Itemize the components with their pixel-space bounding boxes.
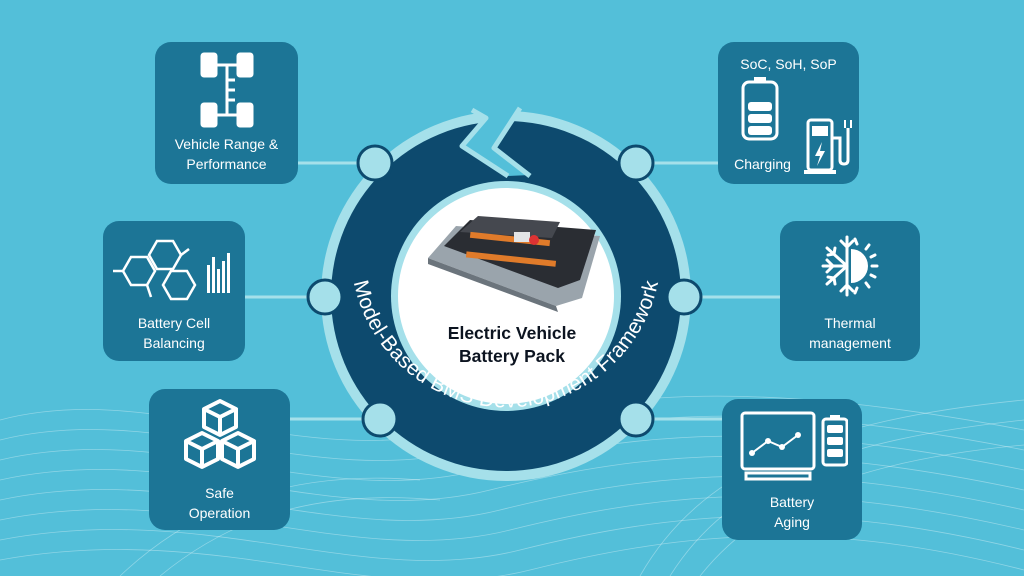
vehicle-range-line2: Performance (186, 156, 267, 172)
charging-label: Charging (734, 156, 791, 172)
cell-balancing-line2: Balancing (143, 335, 205, 351)
node-thermal: Thermal management (780, 221, 920, 361)
node-aging: Battery Aging (722, 399, 862, 540)
node-vehicle-range: Vehicle Range & Performance (155, 42, 298, 184)
connector-dots (306, 144, 703, 438)
soc-header: SoC, SoH, SoP (740, 56, 837, 72)
safe-operation-line2: Operation (188, 505, 251, 521)
framework-ring (321, 106, 691, 481)
chassis-icon (200, 52, 254, 128)
node-cell-balancing: Battery Cell Balancing (103, 221, 245, 361)
battery-pack-image (428, 216, 600, 312)
center-title-line1: Electric Vehicle (447, 323, 577, 343)
thermal-line2: management (809, 335, 891, 351)
hexagon-cells-icon (113, 239, 230, 301)
thermal-line1: Thermal (824, 315, 876, 331)
monitor-chart-icon (740, 411, 848, 481)
node-soc-charging: SoC, SoH, SoP Charging (718, 42, 859, 184)
aging-line1: Battery (769, 494, 815, 510)
safe-operation-line1: Safe (205, 485, 234, 501)
snowflake-sun-icon (821, 235, 879, 297)
battery-level-icon (741, 77, 779, 141)
center-title: Electric Vehicle Battery Pack (412, 322, 612, 368)
aging-line2: Aging (774, 514, 810, 530)
cubes-icon (184, 399, 256, 469)
vehicle-range-line1: Vehicle Range & (174, 136, 279, 152)
center-title-line2: Battery Pack (458, 346, 566, 366)
cell-balancing-line1: Battery Cell (137, 315, 211, 331)
charging-station-icon (804, 118, 852, 174)
node-safe-operation: Safe Operation (149, 389, 290, 530)
